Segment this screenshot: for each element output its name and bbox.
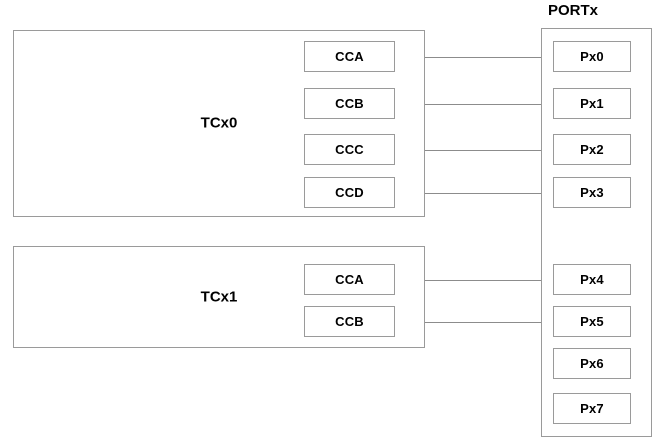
connection-line	[395, 150, 545, 151]
channel-box-tcx1-ccb[interactable]: CCB	[304, 306, 395, 337]
connection-line	[395, 57, 545, 58]
port-title: PORTx	[548, 2, 599, 19]
connection-line	[395, 280, 545, 281]
pin-box-px2[interactable]: Px2	[553, 134, 631, 165]
timer-label-tcx0: TCx0	[200, 114, 238, 132]
pin-box-px7[interactable]: Px7	[553, 393, 631, 424]
channel-box-tcx0-ccb[interactable]: CCB	[304, 88, 395, 119]
channel-box-tcx0-ccd[interactable]: CCD	[304, 177, 395, 208]
channel-box-tcx0-cca[interactable]: CCA	[304, 41, 395, 72]
pin-box-px3[interactable]: Px3	[553, 177, 631, 208]
channel-box-tcx0-ccc[interactable]: CCC	[304, 134, 395, 165]
timer-label-tcx1: TCx1	[200, 288, 238, 306]
pin-box-px1[interactable]: Px1	[553, 88, 631, 119]
pin-box-px4[interactable]: Px4	[553, 264, 631, 295]
channel-box-tcx1-cca[interactable]: CCA	[304, 264, 395, 295]
connection-line	[395, 193, 545, 194]
connection-line	[395, 104, 545, 105]
connection-line	[395, 322, 545, 323]
pin-box-px6[interactable]: Px6	[553, 348, 631, 379]
pin-box-px0[interactable]: Px0	[553, 41, 631, 72]
pin-box-px5[interactable]: Px5	[553, 306, 631, 337]
